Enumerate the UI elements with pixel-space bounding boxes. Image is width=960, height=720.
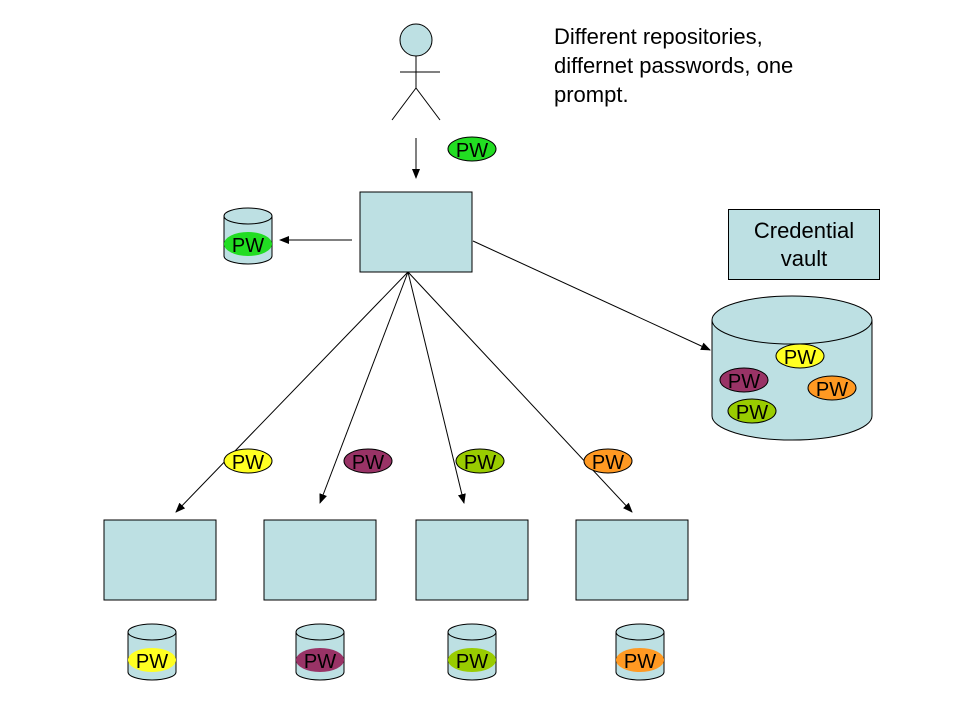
token-label: PW: [304, 651, 336, 673]
arrow-app-to-vault: [472, 240, 711, 351]
password-token: PW: [455, 448, 505, 474]
svg-text:PW: PW: [232, 235, 264, 257]
repo-3: PW PW: [407, 271, 529, 681]
vault-password-token: PW: [727, 398, 777, 424]
token-label: PW: [232, 452, 264, 474]
repository-password-store: PW: [127, 623, 177, 681]
arrow-to-repo-3: [407, 271, 466, 504]
repository-box: [263, 519, 377, 601]
repository-box: [415, 519, 529, 601]
repositories: PW PW PW PW PW PW PW PW: [103, 271, 689, 681]
token-label: PW: [816, 379, 848, 401]
token-label: PW: [784, 347, 816, 369]
token-label: PW: [464, 452, 496, 474]
local-password-store: PW: [223, 207, 273, 265]
token-label: PW: [624, 651, 656, 673]
diagram-caption: Different repositories, differnet passwo…: [554, 24, 794, 107]
token-label: PW: [592, 452, 624, 474]
token-label: PW: [352, 452, 384, 474]
password-token: PW: [223, 448, 273, 474]
repo-1: PW PW: [103, 271, 409, 681]
arrow-to-repo-1: [175, 271, 409, 513]
token-label: PW: [456, 651, 488, 673]
repository-password-store: PW: [447, 623, 497, 681]
repo-4: PW PW: [407, 271, 689, 681]
vault-password-token: PW: [807, 375, 857, 401]
token-label: PW: [136, 651, 168, 673]
repository-box: [575, 519, 689, 601]
repo-2: PW PW: [263, 271, 409, 681]
arrow-to-repo-4: [407, 271, 633, 513]
svg-text:PW: PW: [456, 140, 488, 162]
repository-password-store: PW: [615, 623, 665, 681]
arrow-to-repo-2: [319, 271, 409, 504]
repository-box: [103, 519, 217, 601]
vault-password-token: PW: [775, 343, 825, 369]
central-app-box: [359, 191, 473, 273]
token-label: PW: [736, 402, 768, 424]
password-token: PW: [583, 448, 633, 474]
token-label: PW: [728, 371, 760, 393]
user-figure: [391, 23, 441, 121]
credential-vault-label: Credential vault: [728, 209, 880, 280]
user-password-token: PW: [447, 136, 497, 162]
password-token: PW: [343, 448, 393, 474]
vault-password-token: PW: [719, 367, 769, 393]
repository-password-store: PW: [295, 623, 345, 681]
